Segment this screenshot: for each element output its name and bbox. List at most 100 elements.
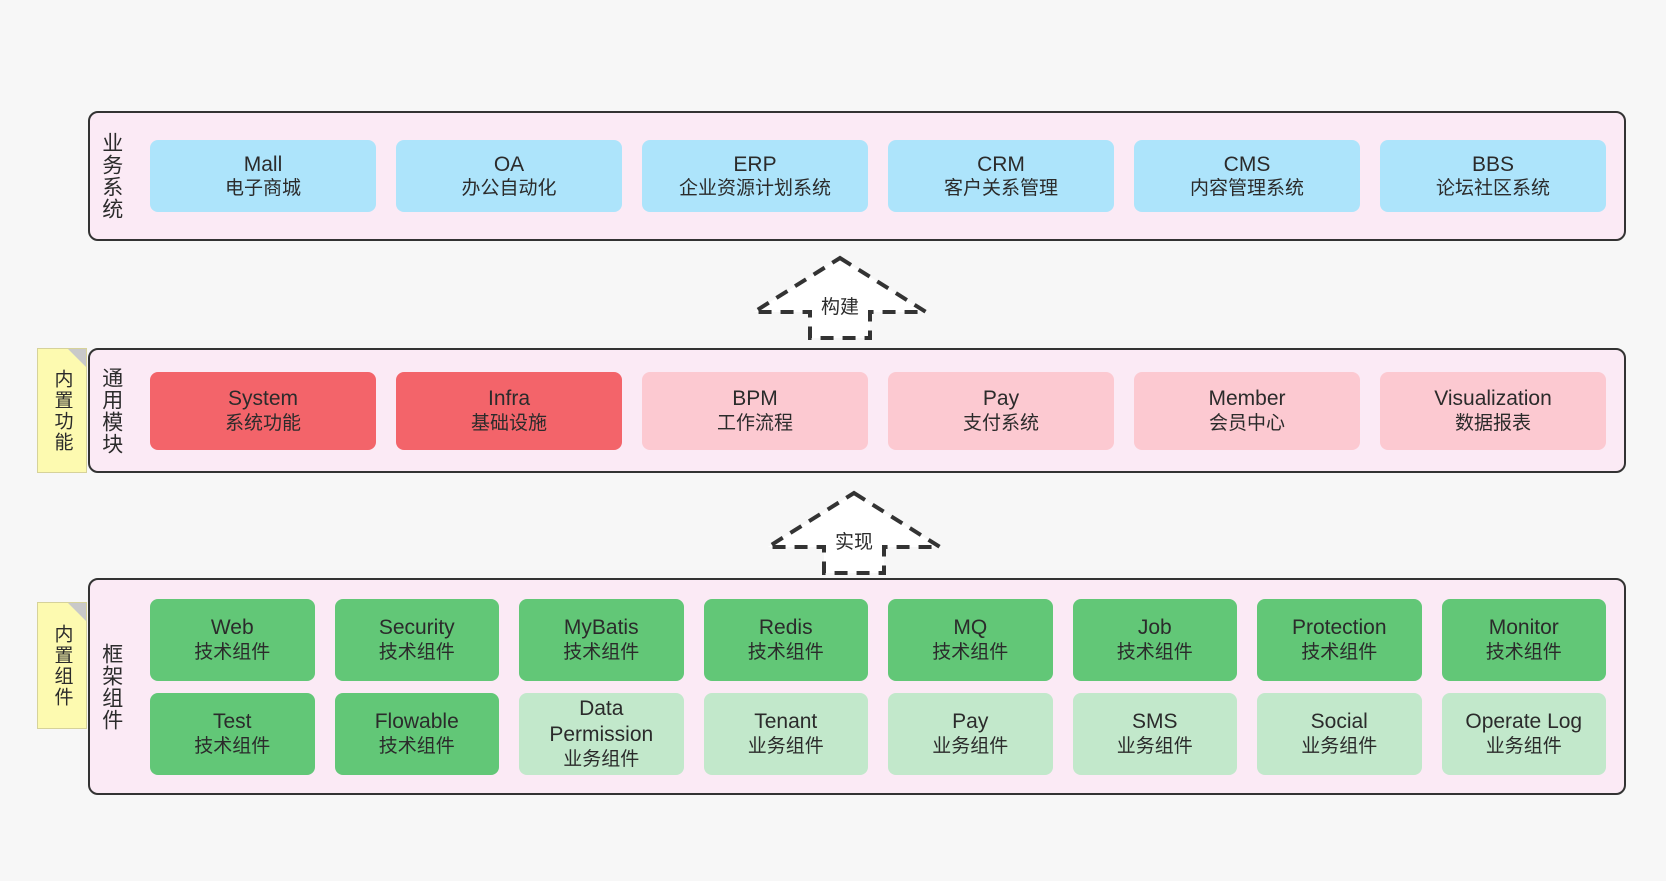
component-box-name: MQ bbox=[953, 616, 988, 640]
component-box-name: System bbox=[227, 387, 298, 411]
component-box-name: Security bbox=[378, 616, 455, 640]
note-builtin-components-label: 内置组件 bbox=[51, 623, 73, 708]
component-box-subtitle: 业务组件 bbox=[563, 748, 640, 770]
component-box-name: Job bbox=[1137, 616, 1172, 640]
component-box-name: Tenant bbox=[754, 710, 818, 734]
component-box-name: SMS bbox=[1131, 710, 1178, 734]
connector-implement-label: 实现 bbox=[834, 532, 874, 553]
component-box-subtitle: 会员中心 bbox=[1208, 412, 1285, 434]
component-box-subtitle: 技术组件 bbox=[1485, 641, 1562, 663]
note-builtin-features-label: 内置功能 bbox=[51, 368, 73, 453]
component-box-name: Pay bbox=[982, 387, 1020, 411]
component-box-subtitle: 办公自动化 bbox=[461, 178, 557, 200]
component-box-name: Redis bbox=[758, 616, 813, 640]
component-box-name: Monitor bbox=[1488, 616, 1559, 640]
component-box-subtitle: 业务组件 bbox=[932, 735, 1009, 757]
component-box-subtitle: 支付系统 bbox=[962, 412, 1039, 434]
component-box-subtitle: 技术组件 bbox=[1301, 641, 1378, 663]
component-box-subtitle: 工作流程 bbox=[716, 412, 793, 434]
component-box-name: Mall bbox=[243, 152, 283, 176]
component-box-name: OA bbox=[493, 152, 525, 176]
component-box-subtitle: 技术组件 bbox=[932, 641, 1009, 663]
component-box-subtitle: 论坛社区系统 bbox=[1435, 178, 1550, 200]
build-arrow-icon bbox=[747, 255, 933, 340]
component-box-name: CRM bbox=[977, 152, 1025, 176]
layer-framework-title: 框架组件 bbox=[99, 642, 123, 731]
component-box-name: Operate Log bbox=[1465, 710, 1583, 734]
connector-build-label: 构建 bbox=[820, 297, 860, 318]
component-box-subtitle: 技术组件 bbox=[194, 735, 271, 757]
component-box-name: ERP bbox=[733, 152, 777, 176]
component-box-name: Data Permission bbox=[549, 697, 654, 746]
component-box-subtitle: 业务组件 bbox=[1301, 735, 1378, 757]
component-box-name: CMS bbox=[1223, 152, 1271, 176]
component-box-subtitle: 电子商城 bbox=[224, 178, 301, 200]
component-box-name: Web bbox=[210, 616, 254, 640]
component-box-subtitle: 客户关系管理 bbox=[943, 178, 1058, 200]
component-box-subtitle: 企业资源计划系统 bbox=[678, 178, 831, 200]
component-box-name: MyBatis bbox=[563, 616, 639, 640]
component-box-subtitle: 技术组件 bbox=[194, 641, 271, 663]
component-box-name: Social bbox=[1310, 710, 1368, 734]
component-box-subtitle: 技术组件 bbox=[378, 735, 455, 757]
layer-common-title: 通用模块 bbox=[99, 366, 123, 455]
note-fold-corner-icon bbox=[68, 603, 86, 621]
component-box-subtitle: 基础设施 bbox=[470, 412, 547, 434]
component-box-name: Visualization bbox=[1434, 387, 1552, 411]
component-box-name: Infra bbox=[487, 387, 531, 411]
component-box-subtitle: 技术组件 bbox=[747, 641, 824, 663]
note-fold-corner-icon bbox=[68, 349, 86, 367]
component-box-name: Protection bbox=[1291, 616, 1387, 640]
component-box-subtitle: 业务组件 bbox=[1485, 735, 1562, 757]
component-box-subtitle: 系统功能 bbox=[224, 412, 301, 434]
component-box-name: BPM bbox=[732, 387, 778, 411]
component-box-subtitle: 业务组件 bbox=[747, 735, 824, 757]
component-box-subtitle: 数据报表 bbox=[1454, 412, 1531, 434]
connector-build: 构建 bbox=[747, 255, 933, 340]
note-builtin-features: 内置功能 bbox=[37, 348, 87, 473]
component-box-subtitle: 业务组件 bbox=[1116, 735, 1193, 757]
component-box-subtitle: 技术组件 bbox=[378, 641, 455, 663]
implement-arrow-icon bbox=[761, 490, 947, 575]
component-box-name: Member bbox=[1208, 387, 1286, 411]
component-box-name: BBS bbox=[1471, 152, 1515, 176]
note-builtin-components: 内置组件 bbox=[37, 602, 87, 729]
component-box-subtitle: 技术组件 bbox=[1116, 641, 1193, 663]
